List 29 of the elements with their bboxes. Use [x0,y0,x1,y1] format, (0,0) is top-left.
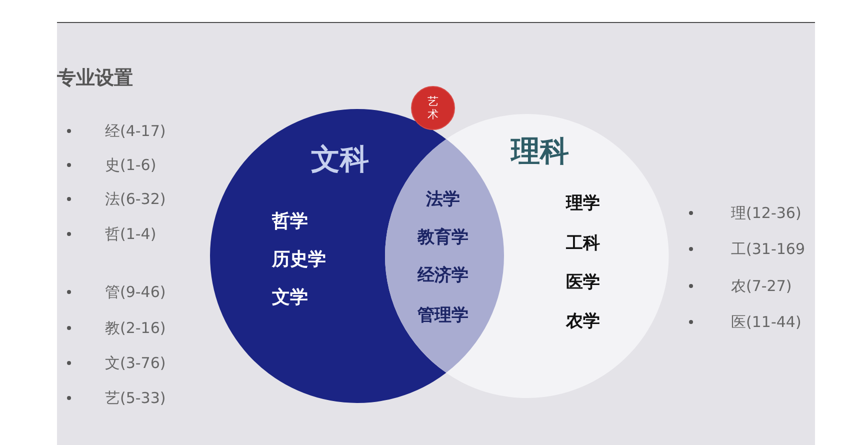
list-item-text: 理(12-36) [731,204,802,222]
list-item-text: 史(1-6) [105,156,156,174]
list-item-text: 农(7-27) [731,278,792,294]
subject-label: 法学 [426,190,460,210]
list-item-text: 法(6-32) [105,190,166,208]
circle-heading: 文科 [311,144,369,176]
subject-label: 理学 [566,194,600,214]
list-item-text: 文(3-76) [105,354,166,372]
slide-title: 专业设置 [57,68,133,89]
list-item-text: 艺(5-33) [105,390,166,406]
list-item-text: 哲(1-4) [105,226,156,242]
circle-label: 艺术 [428,94,438,122]
list-item-text: 管(9-46) [105,284,166,300]
circle-heading: 理科 [511,136,569,168]
list-item-text: 工(31-169 [731,240,805,258]
subject-label: 哲学 [272,212,308,232]
small-circle [411,86,455,130]
subject-label: 工科 [566,234,600,254]
subject-label: 文学 [272,288,308,308]
subject-label: 管理学 [418,306,468,326]
overlap-region [385,139,504,373]
subject-label: 历史学 [272,250,326,270]
subject-label: 教育学 [418,228,468,248]
subject-label: 经济学 [418,266,468,286]
list-item-text: 教(2-16) [105,320,166,336]
subject-label: 农学 [566,312,600,332]
list-item-text: 医(11-44) [731,314,802,330]
subject-label: 医学 [566,274,600,292]
list-item-text: 经(4-17) [105,122,166,140]
